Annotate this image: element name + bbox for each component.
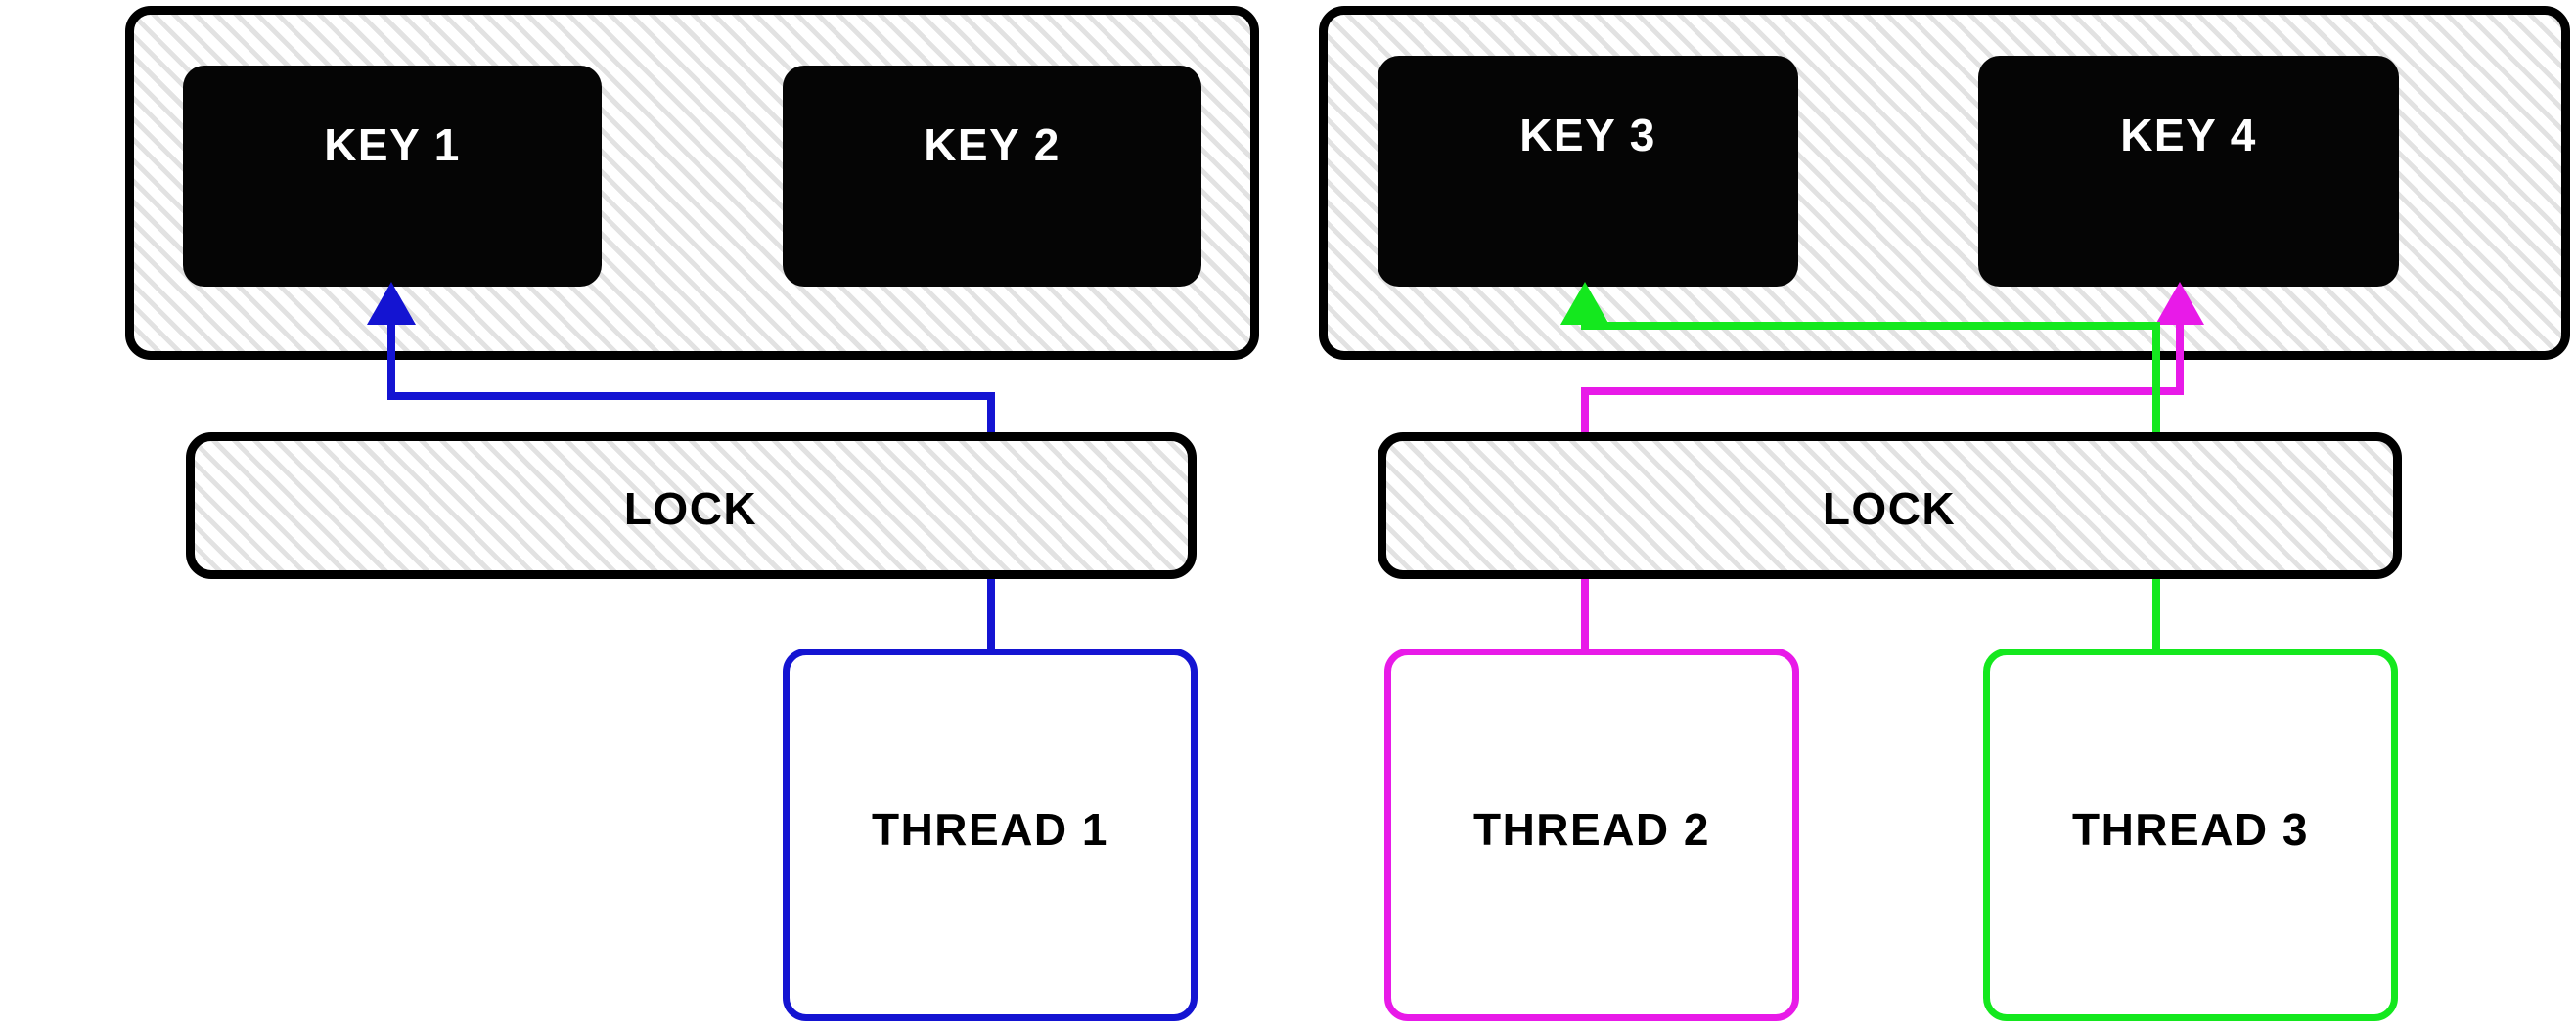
thread-3-box[interactable]: THREAD 3: [1983, 649, 2398, 1021]
thread-2-box[interactable]: THREAD 2: [1384, 649, 1799, 1021]
key-4-box[interactable]: KEY 4: [1978, 56, 2399, 287]
thread-1-label: THREAD 1: [871, 804, 1109, 855]
key-1-box[interactable]: KEY 1: [183, 66, 602, 287]
right-lock-box[interactable]: [1378, 432, 2402, 579]
thread-2-label: THREAD 2: [1472, 804, 1711, 855]
key-1-label: KEY 1: [324, 119, 461, 170]
left-lock-label: LOCK: [623, 483, 758, 534]
key-3-label: KEY 3: [1519, 110, 1656, 160]
thread-1-box[interactable]: THREAD 1: [783, 649, 1198, 1021]
key-2-label: KEY 2: [924, 119, 1061, 170]
left-lock-box[interactable]: [186, 432, 1197, 579]
key-4-label: KEY 4: [2120, 110, 2257, 160]
key-3-box[interactable]: KEY 3: [1378, 56, 1798, 287]
key-2-box[interactable]: KEY 2: [783, 66, 1201, 287]
right-lock-label: LOCK: [1822, 483, 1957, 534]
thread-3-label: THREAD 3: [2071, 804, 2310, 855]
